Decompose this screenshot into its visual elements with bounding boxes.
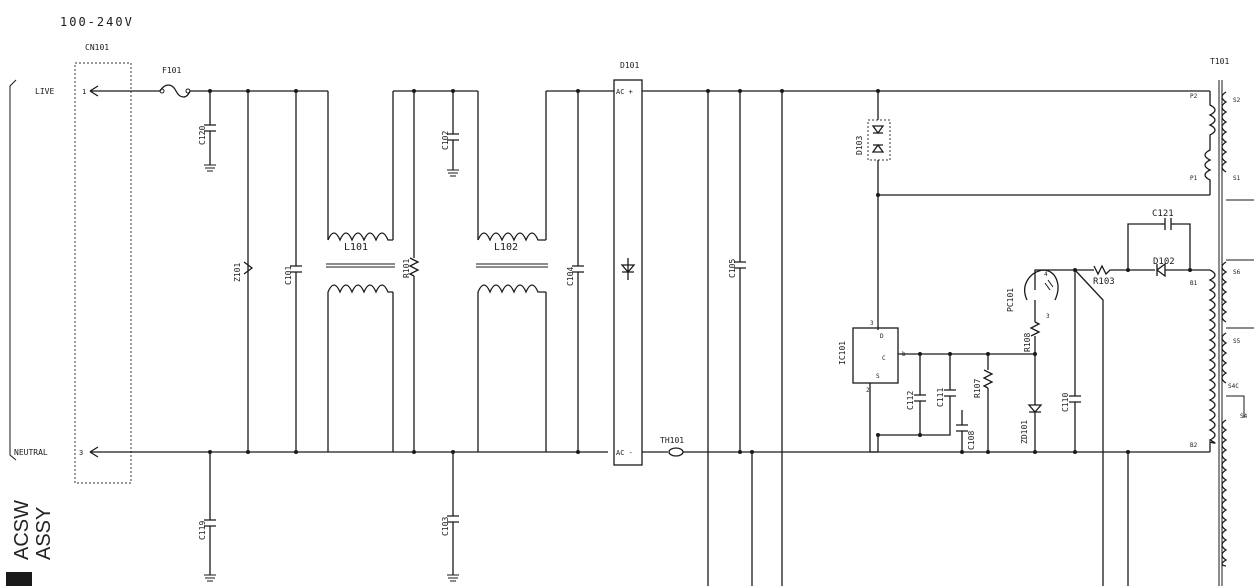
ic-pinS: S [876,373,880,380]
pin-live: 1 [82,88,86,96]
b1-label: B1 [1190,280,1198,287]
c101-label: C101 [284,266,293,285]
neutral-arrow [89,446,608,458]
p1-label: P1 [1190,175,1198,182]
voltage-label: 100-240V [60,15,134,29]
s2-label: S2 [1233,97,1241,104]
c119-label: C119 [198,521,207,540]
pc101-label: PC101 [1006,288,1015,312]
z101-label: Z101 [233,263,242,282]
d102-label: D102 [1153,257,1175,267]
d103-label: D103 [855,136,864,155]
left-bracket [9,79,17,461]
c102-label: C102 [441,131,450,150]
pc-pin3: 3 [1046,313,1050,320]
l101-coil-bot [327,284,393,294]
connector-box [74,62,132,484]
r103-label: R103 [1093,277,1115,287]
ic-pin2: 2 [866,387,870,394]
r107-label: R107 [973,379,982,398]
zd101-label: ZD101 [1020,420,1029,444]
d101-acp: AC + [616,88,633,96]
pin-neutral: 3 [79,449,83,457]
b2-label: B2 [1190,442,1198,449]
fuse-symbol [159,84,191,98]
ic101-label: IC101 [838,341,847,365]
fuse-label: F101 [162,66,181,75]
neutral-label: NEUTRAL [14,448,48,457]
th101-label: TH101 [660,436,684,445]
pc-pin4: 4 [1044,271,1048,278]
side-label-line2: ASSY [33,507,55,560]
t101-label: T101 [1210,57,1229,66]
d101-box [613,79,643,466]
live-label: LIVE [35,87,54,96]
c105-label: C105 [728,259,737,278]
c121-label: C121 [1152,209,1174,219]
s1-label: S1 [1233,175,1241,182]
c108-label: C108 [967,431,976,450]
side-label-line1: ACSW [11,500,33,560]
s5-label: S5 [1233,338,1241,345]
s6-label: S6 [1233,269,1241,276]
ic-pinC: C [882,355,886,362]
c104-label: C104 [566,267,575,286]
c110-label: C110 [1061,393,1070,412]
c112-label: C112 [906,391,915,410]
cn101-label: C120 [0,0,3,1]
d101-acm: AC - [616,449,633,457]
r101-label: R101 [402,259,411,278]
t101-primary [1204,91,1216,195]
p2-label: P2 [1190,93,1198,100]
side-label: ACSW ASSY [6,500,55,586]
l101-label: L101 [344,242,368,253]
c111-label: C111 [936,388,945,407]
s4c-label: S4C [1228,383,1239,390]
ic-pin3: 3 [870,320,874,327]
connector-ref: CN101 [85,43,109,52]
l101-coil-top [327,232,393,242]
ic-pinD: D [880,333,884,340]
d101-label: D101 [620,61,639,70]
r108-label: R108 [1023,333,1032,352]
pc101-symbol [1024,269,1059,301]
c120-label: C120 [198,126,207,145]
c103-label: C103 [441,517,450,536]
ic101-box [852,327,899,384]
l102-label: L102 [494,242,518,253]
live-arrow [89,85,160,97]
